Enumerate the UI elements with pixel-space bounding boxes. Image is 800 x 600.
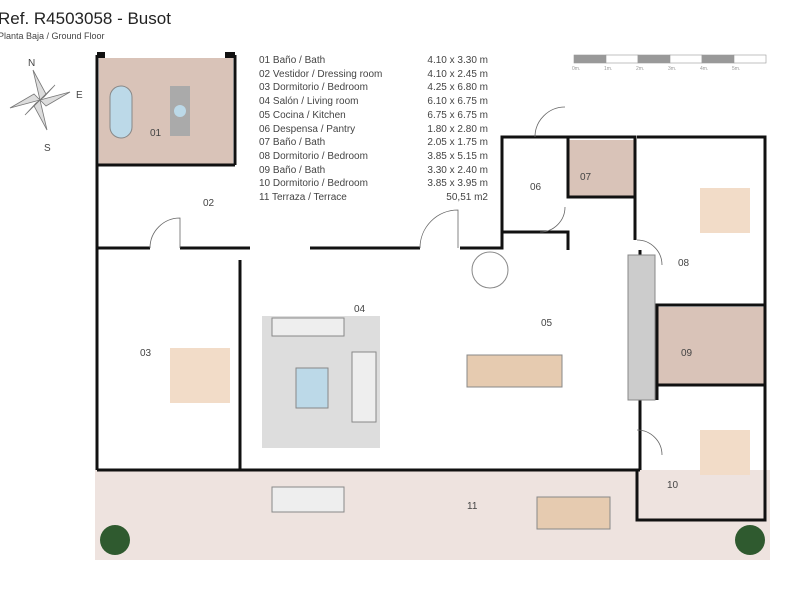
bathtub-icon: [109, 85, 133, 139]
legend-row: 04 Salón / Living room 6.10 x 6.75 m: [259, 95, 488, 109]
room-name: 02 Vestidor / Dressing room: [259, 68, 383, 80]
terrace-sofa-icon: [271, 486, 345, 513]
sofa-icon: [351, 351, 377, 423]
dining-table-icon: [466, 354, 563, 388]
room-label: 06: [530, 182, 542, 193]
terrace-floor: [95, 470, 770, 560]
page-title: Ref. R4503058 - Busot: [0, 9, 171, 28]
scale-tick: 1m.: [604, 66, 612, 72]
bath-07-floor: [568, 140, 635, 197]
terrace-table-icon: [536, 496, 611, 530]
room-name: 06 Despensa / Pantry: [259, 123, 356, 135]
compass-e: E: [76, 90, 83, 101]
room-name: 03 Dormitorio / Bedroom: [259, 82, 368, 94]
palm-tree-icon: [100, 525, 130, 555]
legend-row: 08 Dormitorio / Bedroom 3.85 x 5.15 m: [259, 150, 488, 164]
legend-row: 02 Vestidor / Dressing room 4.10 x 2.45 m: [259, 68, 488, 82]
compass-icon: [9, 69, 71, 131]
room-name: 08 Dormitorio / Bedroom: [259, 150, 368, 162]
floor-subtitle: Planta Baja / Ground Floor: [0, 31, 105, 41]
room-size: 4.25 x 6.80 m: [427, 82, 488, 94]
room-size: 50,51 m2: [446, 192, 488, 204]
sink-icon: [174, 105, 186, 117]
legend-row: 10 Dormitorio / Bedroom 3.85 x 3.95 m: [259, 177, 488, 191]
scale-tick: 0m.: [572, 66, 580, 72]
room-size: 4.10 x 2.45 m: [427, 68, 488, 80]
room-label: 10: [667, 480, 679, 491]
scale-tick: 4m.: [700, 66, 708, 72]
room-label: 02: [203, 198, 215, 209]
room-size: 3.85 x 5.15 m: [427, 150, 488, 162]
scale-tick: 2m.: [636, 66, 644, 72]
room-label: 05: [541, 318, 553, 329]
room-name: 04 Salón / Living room: [259, 96, 359, 108]
room-size: 3.85 x 3.95 m: [427, 178, 488, 190]
scale-tick: 5m.: [732, 66, 740, 72]
palm-tree-icon: [735, 525, 765, 555]
room-size: 1.80 x 2.80 m: [427, 123, 488, 135]
legend-row: 05 Cocina / Kitchen 6.75 x 6.75 m: [259, 109, 488, 123]
room-name: 10 Dormitorio / Bedroom: [259, 178, 368, 190]
room-size: 6.10 x 6.75 m: [427, 96, 488, 108]
bath-09-floor: [657, 307, 765, 385]
room-label: 04: [354, 304, 366, 315]
spiral-stair-icon: [471, 251, 509, 289]
room-label: 07: [580, 172, 592, 183]
legend-row: 01 Baño / Bath 4.10 x 3.30 m: [259, 54, 488, 68]
legend-row: 11 Terraza / Terrace 50,51 m2: [259, 191, 488, 205]
room-name: 09 Baño / Bath: [259, 164, 326, 176]
scale-tick: 3m.: [668, 66, 676, 72]
room-size: 6.75 x 6.75 m: [427, 109, 488, 121]
room-name: 11 Terraza / Terrace: [259, 192, 347, 204]
doors: [149, 106, 663, 456]
room-label: 11: [467, 501, 478, 512]
coffee-table-icon: [295, 367, 329, 409]
legend-row: 06 Despensa / Pantry 1.80 x 2.80 m: [259, 123, 488, 137]
legend-row: 03 Dormitorio / Bedroom 4.25 x 6.80 m: [259, 81, 488, 95]
room-label: 09: [681, 348, 693, 359]
legend-row: 07 Baño / Bath 2.05 x 1.75 m: [259, 136, 488, 150]
walls: [95, 52, 767, 522]
room-size: 4.10 x 3.30 m: [427, 55, 488, 66]
room-size: 3.30 x 2.40 m: [427, 164, 488, 176]
scale-bar: [573, 54, 767, 64]
bed-03-icon: [170, 348, 230, 403]
room-name: 05 Cocina / Kitchen: [259, 109, 346, 121]
room-label: 08: [678, 258, 690, 269]
room-label: 01: [150, 128, 162, 139]
room-label: 03: [140, 348, 152, 359]
room-size: 2.05 x 1.75 m: [427, 137, 488, 149]
room-legend: 01 Baño / Bath 4.10 x 3.30 m 02 Vestidor /…: [259, 54, 488, 205]
compass-s: S: [44, 143, 51, 154]
compass-n: N: [28, 58, 35, 69]
kitchen-counter-icon: [627, 254, 656, 401]
bed-10-icon: [700, 430, 750, 475]
bed-08-icon: [700, 188, 750, 233]
room-name: 07 Baño / Bath: [259, 137, 326, 149]
room-name: 01 Baño / Bath: [259, 55, 326, 66]
sofa-icon: [271, 317, 345, 337]
legend-row: 09 Baño / Bath 3.30 x 2.40 m: [259, 164, 488, 178]
